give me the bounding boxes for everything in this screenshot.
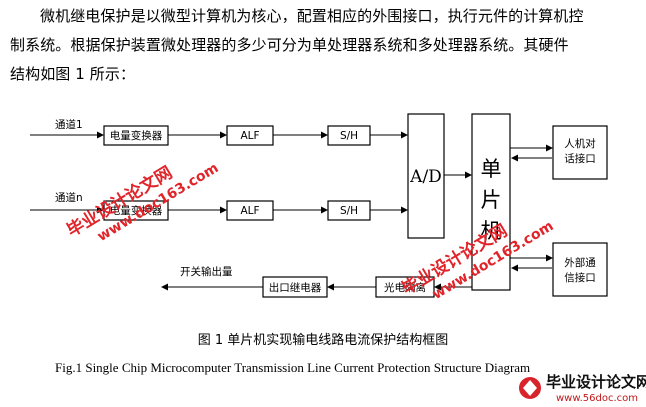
output-relay-label: 出口继电器 (269, 281, 322, 294)
mcu-box (471, 113, 511, 291)
converter-1-label: 电量变换器 (110, 129, 163, 142)
logo-url: www.56doc.com (556, 393, 638, 404)
ext-label-2: 信接口 (564, 271, 596, 284)
mcu-label-3: 机 (481, 219, 502, 243)
paragraph-line-2: 制系统。根据保护装置微处理器的多少可分为单处理器系统和多处理器系统。其硬件 (10, 36, 569, 54)
hmi-interface-box (552, 125, 608, 180)
alf-1-label: ALF (240, 130, 259, 142)
logo-text: 毕业设计论文网 (546, 373, 646, 391)
intro-paragraph: 微机继电保护是以微型计算机为核心，配置相应的外围接口，执行元件的计算机控 制系统… (10, 2, 636, 89)
paragraph-line-1: 微机继电保护是以微型计算机为核心，配置相应的外围接口，执行元件的计算机控 (40, 7, 584, 25)
switch-output-label: 开关输出量 (180, 265, 233, 278)
mcu-label-1: 单 (481, 157, 502, 181)
ad-converter-label: A/D (409, 167, 442, 187)
sh-n-label: S/H (340, 205, 358, 217)
alf-n-label: ALF (240, 205, 259, 217)
caption-chinese: 图 1 单片机实现输电线路电流保护结构框图 (197, 333, 449, 348)
channel-1-label: 通道1 (55, 118, 83, 131)
optocoupler-label: 光电隔离 (384, 281, 426, 294)
external-comm-box (552, 242, 608, 297)
hmi-label-1: 人机对 (564, 137, 596, 150)
site-logo: 毕业设计论文网 www.56doc.com (519, 373, 646, 404)
paragraph-line-3: 结构如图 1 所示： (10, 65, 136, 83)
watermark-1: 毕业设计论文网 www.doc163.com (63, 160, 221, 245)
ext-label-1: 外部通 (564, 256, 596, 269)
hmi-label-2: 话接口 (564, 152, 596, 165)
sh-1-label: S/H (340, 130, 358, 142)
channel-n-label: 通道n (55, 191, 83, 204)
mcu-label-2: 片 (481, 188, 502, 212)
ad-converter-box (407, 113, 445, 239)
converter-n-label: 电量变换器 (110, 204, 163, 217)
logo-icon-inner (523, 380, 537, 396)
caption-english: Fig.1 Single Chip Microcomputer Transmis… (55, 360, 531, 375)
